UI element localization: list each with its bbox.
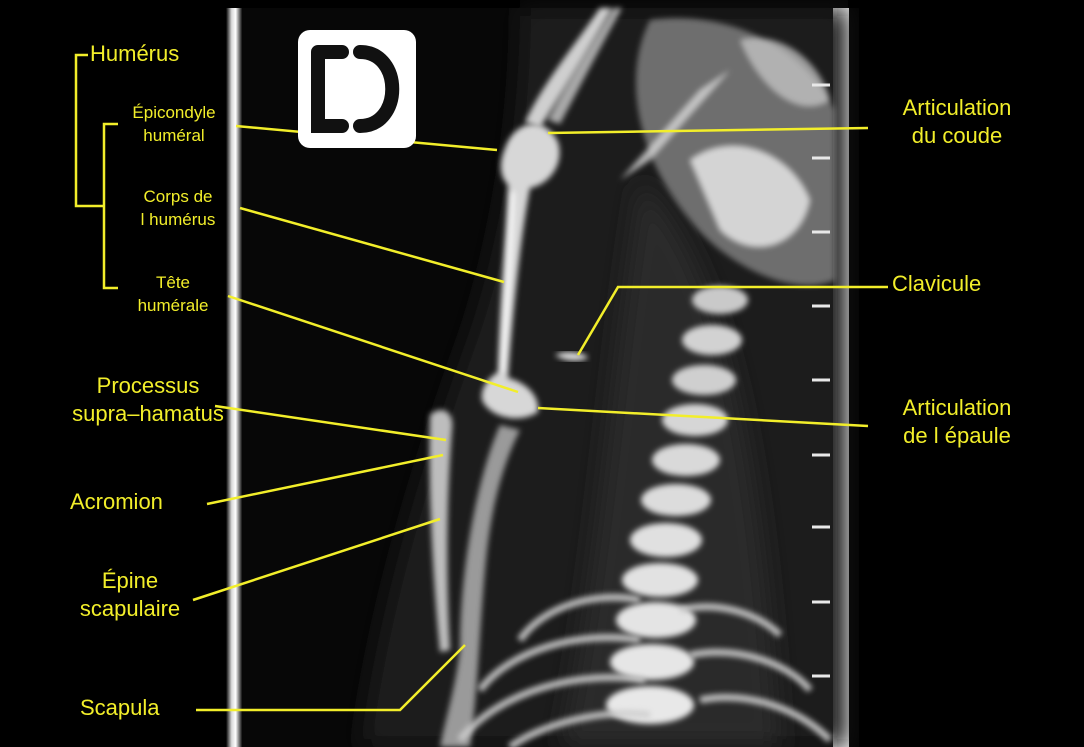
label-epicondyle-line1: Épicondyle <box>114 102 234 125</box>
label-tete-line2: humérale <box>118 295 228 318</box>
label-corps-line1: Corps de <box>118 186 238 209</box>
label-epine: Épine scapulaire <box>60 567 200 622</box>
label-acromion: Acromion <box>70 488 163 516</box>
label-epaule: Articulation de l épaule <box>872 394 1042 449</box>
label-coude: Articulation du coude <box>872 94 1042 149</box>
label-humerus: Humérus <box>90 40 179 68</box>
label-processus-line2: supra–hamatus <box>58 400 238 428</box>
label-clavicule: Clavicule <box>892 270 981 298</box>
d-bracket-logo <box>298 30 416 148</box>
label-epicondyle-line2: huméral <box>114 125 234 148</box>
label-processus-line1: Processus <box>58 372 238 400</box>
label-tete-line1: Tête <box>118 272 228 295</box>
label-epaule-line2: de l épaule <box>872 422 1042 450</box>
label-tete: Tête humérale <box>118 272 228 318</box>
label-scapula: Scapula <box>80 694 160 722</box>
label-corps: Corps de l humérus <box>118 186 238 232</box>
label-corps-line2: l humérus <box>118 209 238 232</box>
label-coude-line2: du coude <box>872 122 1042 150</box>
label-epine-line1: Épine <box>60 567 200 595</box>
label-epine-line2: scapulaire <box>60 595 200 623</box>
label-epicondyle: Épicondyle huméral <box>114 102 234 148</box>
humerus-sub-bracket <box>104 124 118 288</box>
label-processus: Processus supra–hamatus <box>58 372 238 427</box>
label-epaule-line1: Articulation <box>872 394 1042 422</box>
label-coude-line1: Articulation <box>872 94 1042 122</box>
logo-mark-icon <box>298 30 416 148</box>
humerus-bracket <box>76 55 104 206</box>
